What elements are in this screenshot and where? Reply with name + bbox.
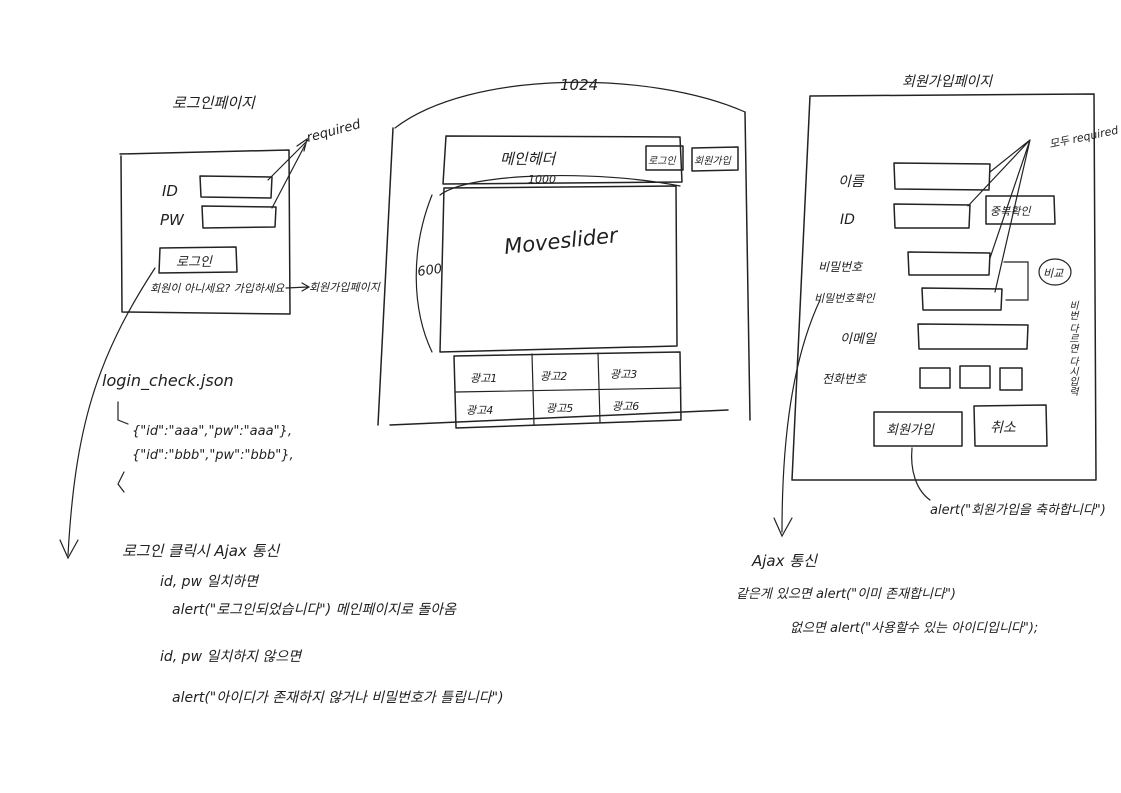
banner-1: 광고1: [470, 372, 497, 385]
main-width-label: 1024: [560, 76, 598, 94]
signup-id-label: ID: [840, 212, 855, 228]
header-width-arc: [439, 174, 681, 196]
main-header-box: [442, 135, 683, 185]
login-notes-sketch: 로그인 클릭시 Ajax 통신 id, pw 일치하면 alert("로그인되었…: [122, 542, 504, 706]
signup-check-label: 중복확인: [990, 205, 1031, 218]
banner-2: 광고2: [540, 370, 567, 383]
login-page-sketch: 로그인페이지 ID PW required 로그인 회원이 아니세요? 가입하세…: [59, 94, 381, 560]
signup-page-sketch: 회원가입페이지 모두 required 이름 ID 중복확인 비밀번호 비밀번호…: [773, 74, 1120, 538]
login-button: [158, 246, 238, 274]
login-notes-mismatch: id, pw 일치하지 않으면: [160, 649, 302, 665]
required-pointer-2: [271, 144, 306, 209]
main-login-link: 로그인: [648, 155, 676, 167]
signup-password-confirm-input: [921, 287, 1003, 311]
login-notes-match: id, pw 일치하면: [160, 574, 259, 590]
slider-box: [439, 185, 678, 353]
signup-required-note: 모두 required: [1048, 123, 1120, 151]
signup-phone-inputs: [919, 365, 1023, 391]
signup-submit-button: [873, 411, 963, 447]
banner-6: 광고6: [612, 400, 639, 413]
main-width-arc: [394, 81, 746, 129]
signup-password-confirm-label: 비밀번호확인: [814, 292, 876, 305]
banner-5: 광고5: [546, 402, 573, 415]
signup-submit-label: 회원가입: [886, 423, 935, 438]
signup-page-title: 회원가입페이지: [902, 74, 993, 90]
login-pw-input: [201, 205, 277, 229]
login-flow-line: [67, 267, 156, 556]
json-line-1: {"id":"aaa","pw":"aaa"},: [132, 424, 292, 439]
json-line-2: {"id":"bbb","pw":"bbb"},: [132, 448, 294, 463]
compare-note: 비교: [1043, 267, 1064, 280]
signup-notes-heading: Ajax 통신: [751, 552, 818, 570]
banner-4: 광고4: [466, 404, 493, 417]
signup-target: 회원가입페이지: [309, 281, 381, 294]
slider-height-arc: [415, 194, 433, 353]
signup-phone-label: 전화번호: [822, 372, 867, 386]
login-button-label: 로그인: [176, 255, 213, 270]
signup-notes-sketch: Ajax 통신 같은게 있으면 alert("이미 존재합니다") 없으면 al…: [736, 552, 1038, 636]
login-required-note: required: [305, 117, 363, 146]
main-page-sketch: 1024 메인헤더 1000 로그인 회원가입 600 Moveslider 광…: [377, 76, 751, 429]
signup-notes-exists: 같은게 있으면 alert("이미 존재합니다"): [736, 587, 956, 602]
slider-height-label: 600: [416, 262, 443, 280]
signup-check-button: [985, 195, 1056, 225]
compare-circle: [1038, 258, 1072, 286]
signup-arrow: [285, 282, 311, 292]
banner-grid: [453, 351, 682, 429]
signup-email-input: [917, 323, 1029, 350]
login-page-title: 로그인페이지: [172, 94, 256, 112]
banner-grid-lines: [455, 352, 682, 426]
signup-password-label: 비밀번호: [818, 260, 863, 274]
main-signup-link-box: [691, 146, 739, 172]
signup-frame: [791, 93, 1097, 481]
compare-bracket: [1003, 261, 1029, 301]
main-header-label: 메인헤더: [500, 150, 557, 168]
main-login-link-box: [645, 145, 684, 171]
pw-label: PW: [160, 211, 185, 229]
signup-email-label: 이메일: [840, 332, 877, 347]
required-pointer-1: [267, 139, 309, 181]
main-frame-sides: [377, 111, 751, 426]
main-frame-bottom: [389, 409, 729, 426]
login-notes-match-alert: alert("로그인되었습니다") 메인페이지로 돌아옴: [172, 602, 457, 618]
signup-cancel-label: 취소: [990, 420, 1016, 436]
json-bracket-open: [117, 401, 129, 425]
signup-password-input: [907, 251, 991, 276]
submit-flow-line: [911, 447, 931, 501]
login-notes-mismatch-alert: alert("아이디가 존재하지 않거나 비밀번호가 틀립니다"): [172, 690, 504, 706]
slider-label: Moveslider: [503, 223, 620, 259]
required-arrow-head: [296, 137, 308, 152]
login-frame: [119, 149, 291, 315]
json-file-name: login_check.json: [102, 371, 234, 391]
signup-flow-arrow: [773, 517, 793, 538]
header-width-label: 1000: [528, 173, 556, 186]
signup-notes-available: 없으면 alert("사용할수 있는 아이디입니다");: [790, 621, 1038, 636]
login-id-input: [199, 175, 273, 199]
login-notes-heading: 로그인 클릭시 Ajax 통신: [122, 542, 280, 560]
signup-id-input: [893, 203, 971, 229]
json-file-sketch: login_check.json {"id":"aaa","pw":"aaa"}…: [102, 371, 294, 493]
signup-cancel-button: [973, 404, 1048, 447]
mismatch-note: 비번 다르면 다시입력: [1067, 300, 1079, 397]
json-bracket-close: [117, 471, 125, 493]
signup-success-alert: alert("회원가입을 축하합니다"): [930, 503, 1106, 518]
signup-required-pointers: [967, 139, 1031, 293]
signup-name-input: [893, 162, 991, 191]
signup-prompt: 회원이 아니세요? 가입하세요: [150, 282, 285, 295]
main-signup-link: 회원가입: [694, 155, 732, 167]
signup-name-label: 이름: [838, 174, 865, 190]
signup-flow-line: [781, 299, 821, 533]
login-flow-arrow: [59, 539, 79, 560]
id-label: ID: [162, 182, 178, 200]
banner-3: 광고3: [610, 368, 637, 381]
